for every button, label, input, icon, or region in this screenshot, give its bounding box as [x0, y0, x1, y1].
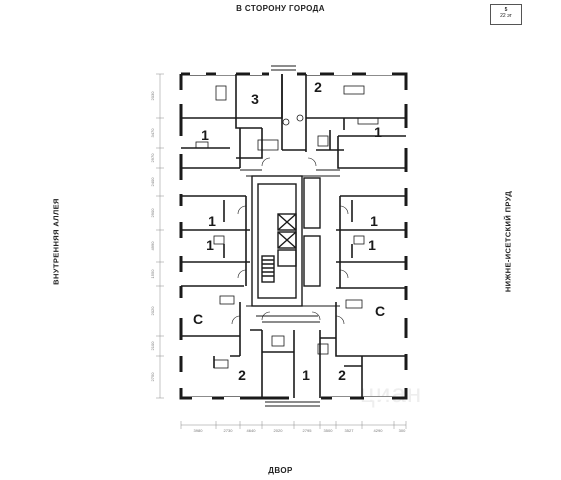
windows — [179, 72, 408, 400]
room-label: 1 — [302, 367, 310, 383]
room-label: 1 — [206, 237, 214, 253]
courtyard-label: ДВОР — [268, 466, 293, 475]
room-label: С — [193, 311, 203, 327]
dimension-value: 4640 — [247, 428, 257, 433]
corridor-walls — [240, 169, 340, 323]
room-label: 1 — [368, 237, 376, 253]
room-label: 2 — [238, 367, 246, 383]
dimension-value: 1550 — [150, 269, 155, 279]
dimension-value: 3527 — [345, 428, 355, 433]
room-label: 2 — [314, 79, 322, 95]
dimension-value: 2750 — [150, 372, 155, 382]
interior-walls — [181, 74, 406, 398]
floor-caption: 22 эт — [500, 12, 512, 19]
dimension-value: 3980 — [194, 428, 204, 433]
room-label: 1 — [208, 213, 216, 229]
dimension-value: 2795 — [303, 428, 313, 433]
dimension-value: 2030 — [150, 91, 155, 101]
dimension-value: 300 — [399, 428, 406, 433]
room-label: 1 — [374, 124, 382, 140]
doors — [231, 157, 349, 325]
dimension-value: 3470 — [150, 128, 155, 138]
room-label: 1 — [370, 213, 378, 229]
dimension-value: 3500 — [324, 428, 334, 433]
floor-badge: 5 22 эт — [490, 4, 522, 25]
dimension-value: 2970 — [150, 153, 155, 163]
window-frames — [190, 75, 392, 397]
entrances — [265, 65, 320, 407]
fixtures — [195, 85, 379, 369]
room-label: 3 — [251, 91, 259, 107]
dimension-value: 2020 — [274, 428, 284, 433]
dimension-value: 2100 — [150, 341, 155, 351]
watermark: циан — [360, 378, 423, 408]
dimension-lines — [156, 73, 407, 429]
elevator-core — [251, 175, 321, 307]
room-label: С — [375, 303, 385, 319]
dimension-value: 2900 — [150, 208, 155, 218]
dimension-value: 4290 — [374, 428, 384, 433]
dimension-value: 2400 — [150, 177, 155, 187]
dimension-value: 4990 — [150, 241, 155, 251]
room-label: 1 — [201, 127, 209, 143]
floor-number: 5 — [504, 7, 508, 13]
dimension-value: 2020 — [150, 306, 155, 316]
dimension-value: 2730 — [224, 428, 234, 433]
street-direction-label: В СТОРОНУ ГОРОДА — [236, 4, 325, 13]
room-label: 2 — [338, 367, 346, 383]
